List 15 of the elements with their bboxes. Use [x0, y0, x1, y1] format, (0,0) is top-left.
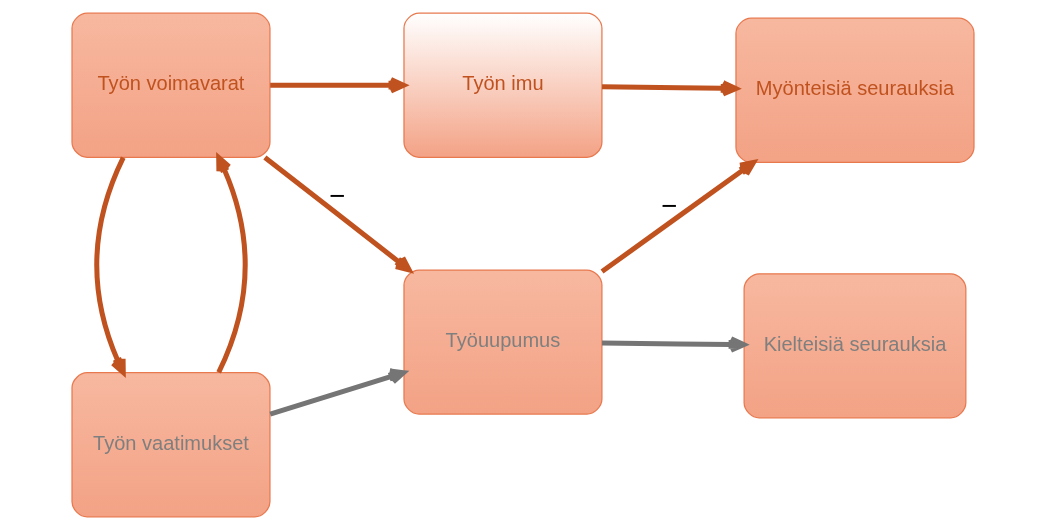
edge-label: − [660, 190, 677, 222]
node-box: Työn voimavarat [71, 12, 271, 158]
arrow [602, 80, 739, 97]
edge-label: − [328, 179, 346, 211]
node-box: Myönteisiä seurauksia [735, 17, 975, 163]
arrow [269, 368, 407, 417]
arrow [216, 154, 248, 374]
arrow [263, 155, 412, 273]
node-box: Kielteisiä seurauksia [743, 273, 967, 419]
arrow [94, 156, 126, 376]
node-box: Työn vaatimukset [71, 372, 271, 518]
node-box: Työn imu [403, 12, 603, 158]
node-box: Työuupumus [403, 269, 603, 415]
arrow [270, 77, 407, 94]
arrow [600, 159, 757, 274]
